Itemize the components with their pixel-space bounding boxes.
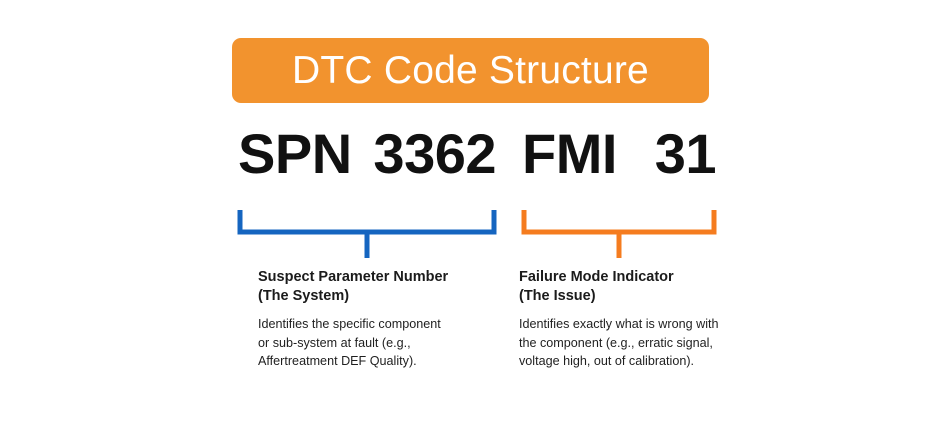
fmi-caption-body-line: Identifies exactly what is wrong with [519,317,719,332]
fmi-bracket [520,208,718,260]
fmi-caption-body: Identifies exactly what is wrong with th… [519,315,747,370]
spn-caption-heading-main: Suspect Parameter Number [258,269,449,285]
dtc-code-row: SPN 3362 FMI 31 [0,118,940,190]
spn-caption-body: Identifies the specific component or sub… [258,315,510,370]
fmi-value: 31 [654,122,717,185]
fmi-caption-heading: Failure Mode Indicator (The Issue) [519,268,747,306]
spn-bracket-icon [237,210,497,258]
fmi-caption-subheading: (The Issue) [519,288,596,305]
spn-label: SPN [238,122,352,185]
spn-caption-body-line: Identifies the specific component [258,317,441,332]
fmi-code-group: FMI 31 [522,118,717,190]
title-banner: DTC Code Structure [232,38,709,103]
spn-bracket [236,208,498,260]
fmi-bracket-icon [521,210,717,258]
spn-caption-body-line: Affertreatment DEF Quality). [258,353,417,368]
fmi-caption: Failure Mode Indicator (The Issue) Ident… [519,268,747,370]
page-title: DTC Code Structure [292,49,649,92]
spn-caption-subheading: (The System) [258,288,350,305]
spn-caption-heading: Suspect Parameter Number (The System) [258,268,510,306]
spn-code-group: SPN 3362 [238,118,496,190]
fmi-caption-body-line: voltage high, out of calibration). [519,353,695,368]
spn-caption: Suspect Parameter Number (The System) Id… [258,268,510,370]
fmi-caption-heading-main: Failure Mode Indicator [519,269,674,285]
spn-caption-body-line: or sub-system at fault (e.g., [258,335,411,350]
fmi-caption-body-line: the component (e.g., erratic signal, [519,335,713,350]
fmi-label: FMI [522,122,617,185]
spn-value: 3362 [373,122,496,185]
